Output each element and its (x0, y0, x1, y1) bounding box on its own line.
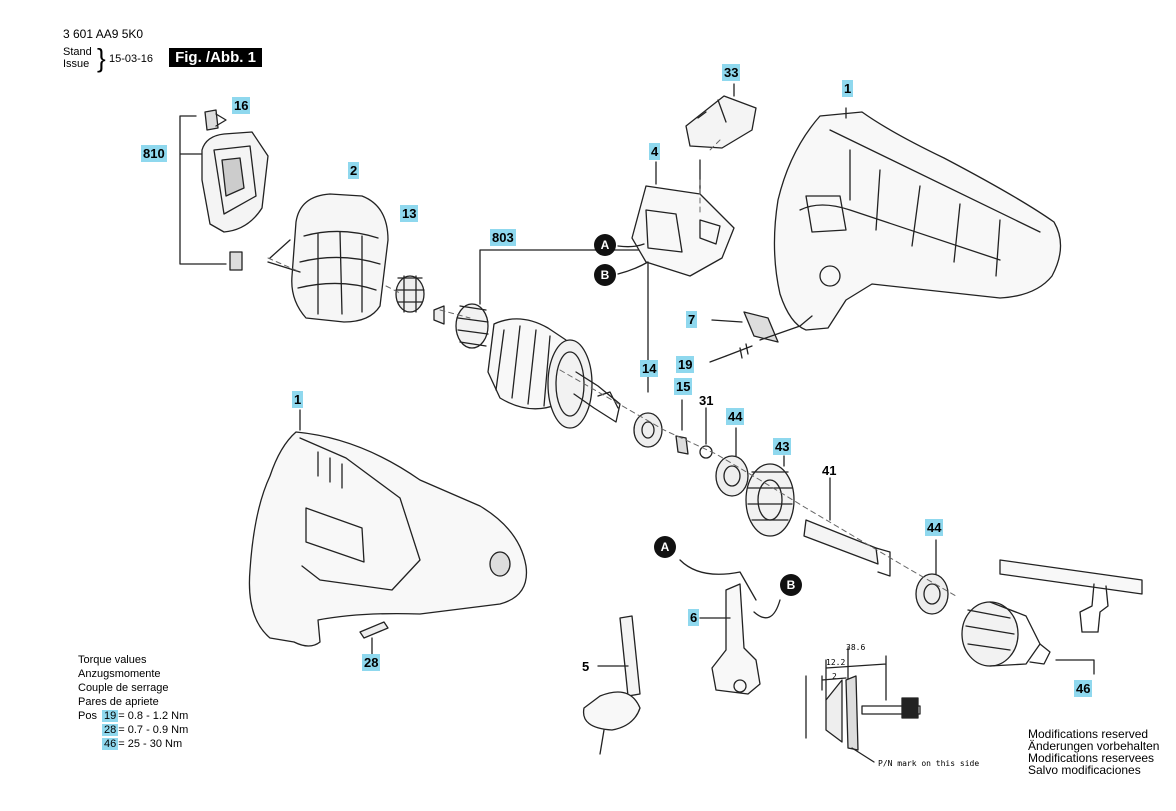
connector-b-lower: B (780, 574, 802, 596)
torque-pos-19: 19 (102, 710, 119, 722)
chuck-part (961, 559, 1143, 675)
footer-line-es: Salvo modificaciones (1028, 763, 1141, 777)
switch-part (617, 83, 757, 277)
field-part (267, 193, 389, 323)
torque-line-en: Torque values (78, 654, 147, 666)
brace: } (97, 43, 106, 73)
footer-line-fr: Modifications reservees (1028, 751, 1155, 765)
capacitor-part (582, 615, 641, 755)
doc-number: 3 601 AA9 5K0 (63, 27, 144, 41)
callout-14: 14 (640, 360, 659, 377)
screw-part (359, 621, 389, 657)
figure-label: Fig. /Abb. 1 (169, 48, 262, 67)
callout-43: 43 (773, 438, 792, 455)
spindle-part (803, 477, 891, 577)
callout-41: 41 (822, 463, 837, 478)
gear-part (745, 455, 795, 537)
footer-line-en: Modifications reserved (1028, 727, 1149, 741)
clip-part (709, 311, 813, 363)
issue-label: Issue (63, 58, 90, 70)
callout-44-a: 44 (726, 408, 745, 425)
dimension-part (805, 647, 921, 763)
callout-1-bottom: 1 (292, 391, 304, 408)
torque-pos-46: 46 (102, 738, 119, 750)
drill-housing-part (248, 409, 528, 647)
callout-15: 15 (674, 378, 693, 395)
dimension-overall: 38.6 (846, 643, 866, 652)
callout-6: 6 (688, 609, 700, 626)
suppressor-part (679, 559, 781, 695)
torque-row: 19= 0.8 - 1.2 Nm (102, 710, 188, 723)
housing-half-part (773, 107, 1062, 331)
torque-line-fr: Couple de serrage (78, 682, 169, 694)
callout-31: 31 (699, 393, 714, 408)
pn-note: P/N mark on this side (878, 759, 980, 768)
callout-44-b: 44 (925, 519, 944, 536)
torque-value-19: = 0.8 - 1.2 Nm (118, 710, 189, 722)
torque-pos-label: Pos (78, 710, 97, 722)
brush-holder-part (179, 109, 269, 271)
torque-value-46: = 25 - 30 Nm (118, 738, 183, 750)
torque-pos-28: 28 (102, 724, 119, 736)
issue-date: 15-03-16 (109, 53, 154, 65)
fan-part (395, 275, 425, 313)
bearing-parts (633, 399, 949, 615)
callout-7: 7 (686, 311, 698, 328)
callout-33: 33 (722, 64, 741, 81)
torque-line-de: Anzugsmomente (78, 668, 161, 680)
callout-28: 28 (362, 654, 381, 671)
torque-line-es: Pares de apriete (78, 696, 159, 708)
torque-row: 46= 25 - 30 Nm (102, 738, 182, 751)
callout-13: 13 (400, 205, 419, 222)
dimension-inner: 12.2 (826, 658, 846, 667)
connector-a-upper: A (594, 234, 616, 256)
armature-part (433, 249, 649, 429)
stand-label: Stand (63, 46, 92, 58)
callout-803: 803 (490, 229, 516, 246)
callout-16: 16 (232, 97, 251, 114)
connector-a-lower: A (654, 536, 676, 558)
callout-810: 810 (141, 145, 167, 162)
torque-row: 28= 0.7 - 0.9 Nm (102, 724, 188, 737)
callout-2: 2 (348, 162, 360, 179)
dimension-small: 2 (832, 672, 837, 681)
callout-1-top: 1 (842, 80, 854, 97)
callout-5: 5 (582, 659, 590, 674)
torque-value-28: = 0.7 - 0.9 Nm (118, 724, 189, 736)
callout-19: 19 (676, 356, 695, 373)
callout-46: 46 (1074, 680, 1093, 697)
callout-4: 4 (649, 143, 661, 160)
connector-b-upper: B (594, 264, 616, 286)
footer-line-de: Änderungen vorbehalten (1028, 739, 1160, 753)
